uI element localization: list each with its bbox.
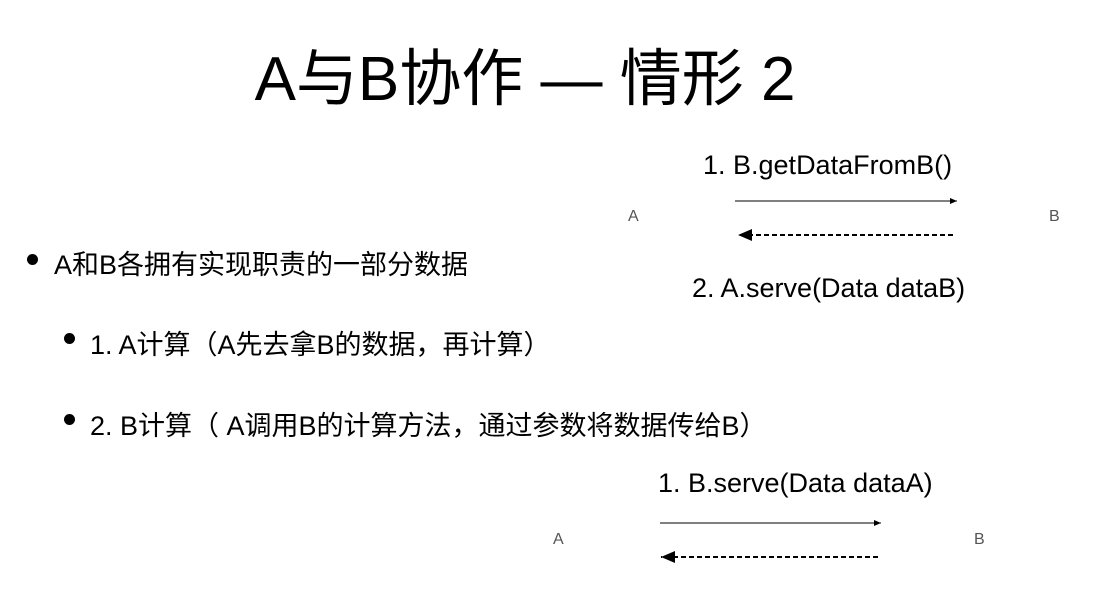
diagram2-node-a: A	[553, 531, 564, 548]
sub-bullet-item: 1. A计算（A先去拿B的数据，再计算）	[90, 330, 551, 360]
bullet-item: A和B各拥有实现职责的一部分数据	[54, 250, 469, 280]
sub-bullet-item: 2. B计算（ A调用B的计算方法，通过参数将数据传给B）	[90, 411, 767, 441]
diagram1-return-label: 2. A.serve(Data dataB)	[692, 273, 966, 303]
diagram2-call-label: 1. B.serve(Data dataA)	[658, 468, 933, 498]
bullet-dot	[64, 414, 75, 425]
diagram1-node-a: A	[628, 208, 639, 225]
diagram2-node-b: B	[974, 531, 985, 548]
bullet-dot	[27, 254, 38, 265]
diagram1-node-b: B	[1049, 208, 1060, 225]
slide-title: A与B协作 — 情形 2	[254, 45, 796, 114]
bullet-dot	[64, 333, 75, 344]
diagram1-call-label: 1. B.getDataFromB()	[703, 150, 953, 180]
